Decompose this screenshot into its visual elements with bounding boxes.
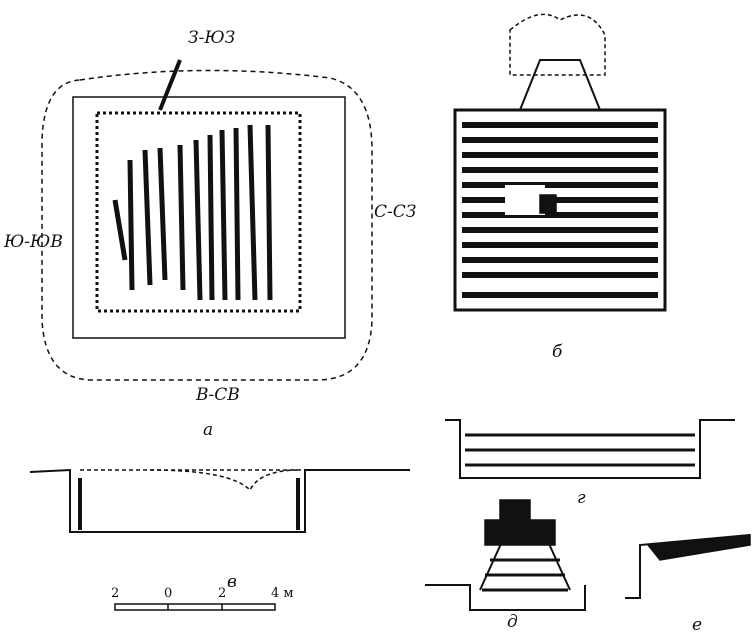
- figure-label-a: а: [203, 420, 214, 440]
- plan-b-floorboards: [462, 122, 658, 298]
- log-frame: [95, 111, 302, 313]
- scale-tick-label: 0: [164, 586, 173, 601]
- orientation-east: С-СЗ: [374, 202, 417, 222]
- scale-tick-label: 4 м: [271, 586, 294, 601]
- orientation-south: В-СВ: [196, 385, 240, 405]
- section-d: [425, 584, 586, 611]
- scale-bar: [114, 603, 276, 611]
- figure-label-v: в: [227, 572, 237, 592]
- orientation-north: З-ЮЗ: [188, 28, 236, 48]
- figure-label-e: е: [692, 615, 703, 635]
- scale-tick-label: 2: [218, 586, 227, 601]
- pit-outline-dashed: [41, 69, 373, 381]
- section-g: [445, 419, 735, 479]
- orientation-west: Ю-ЮВ: [4, 232, 63, 252]
- plan-b-entrance: [519, 59, 601, 111]
- figure-label-g: г: [577, 488, 586, 508]
- fallen-logs: [112, 124, 273, 301]
- figure-label-b: б: [552, 342, 563, 362]
- figure-label-d: д: [507, 612, 518, 632]
- scale-tick-label: 2: [111, 586, 120, 601]
- plan-b-frame: [453, 108, 667, 312]
- section-v: [29, 468, 410, 533]
- pit-floor-plan: [72, 96, 346, 339]
